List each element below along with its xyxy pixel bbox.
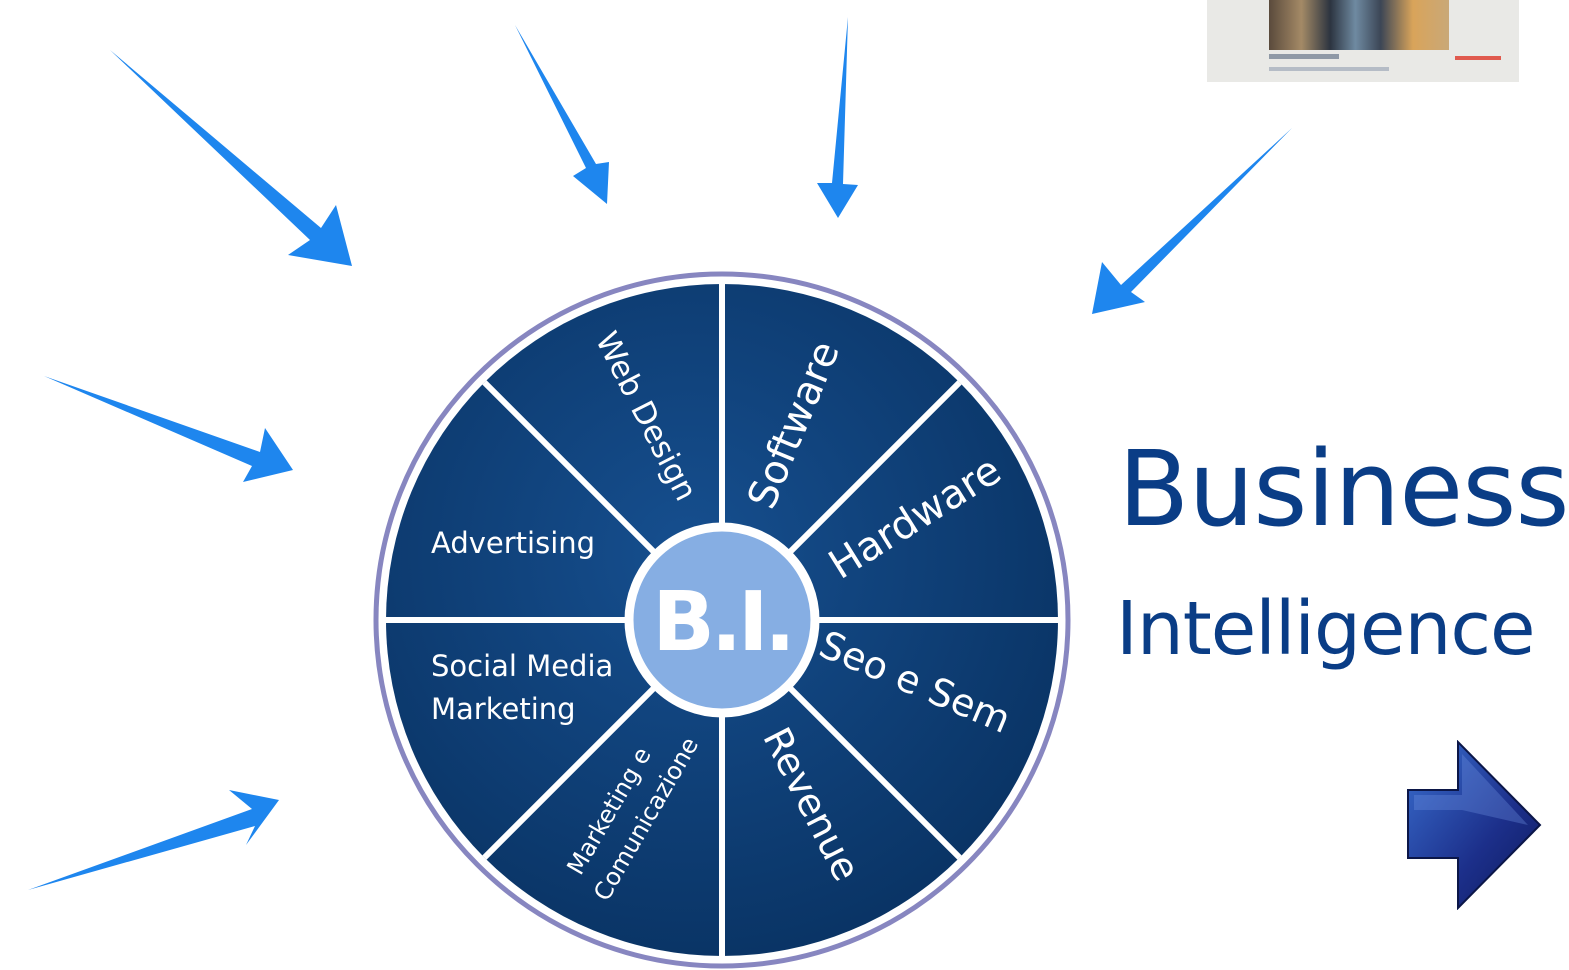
- arrow-icon: [28, 790, 279, 890]
- hotel-room-photo: [1269, 0, 1449, 50]
- thumbnail-status-bar: [1455, 56, 1501, 60]
- arrow-icon: [110, 50, 352, 266]
- arrow-icon: [515, 25, 609, 204]
- thumbnail-details-bar: [1269, 67, 1389, 71]
- title-business: Business: [1118, 428, 1569, 550]
- title-intelligence: Intelligence: [1116, 586, 1536, 672]
- segment-social-line2: Marketing: [431, 692, 576, 726]
- thumbnail-caption-bar: [1269, 54, 1339, 59]
- arrow-icon: [44, 376, 293, 482]
- next-arrow-icon[interactable]: [1400, 740, 1545, 910]
- bi-wheel: B.I. Software Hardware Seo e Sem Revenue…: [373, 271, 1071, 969]
- center-label: B.I.: [652, 575, 791, 670]
- hotel-thumbnail: [1207, 0, 1519, 82]
- center-hub: [624, 522, 820, 718]
- arrow-icon: [1092, 128, 1292, 314]
- segment-social-line1: Social Media: [431, 649, 613, 683]
- segment-advertising: Advertising: [431, 526, 595, 560]
- arrow-icon: [817, 17, 858, 218]
